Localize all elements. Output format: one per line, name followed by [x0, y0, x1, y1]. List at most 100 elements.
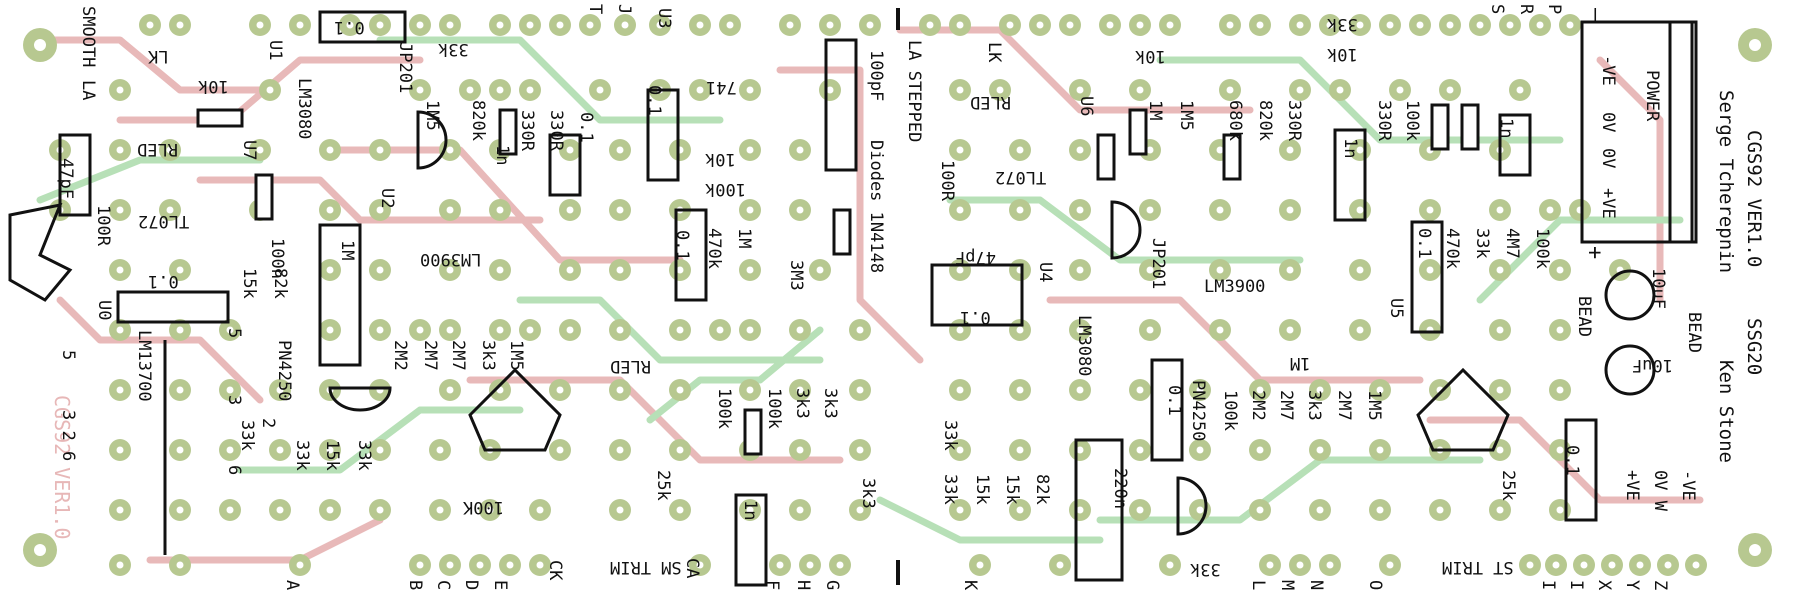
- pad-drill-157: [276, 386, 284, 394]
- pad-drill-225: [1376, 506, 1384, 514]
- pad-drill-37: [1536, 21, 1544, 29]
- pad-drill-177: [1496, 386, 1504, 394]
- trace-top-5: [896, 26, 1254, 114]
- pad-drill-235: [506, 561, 514, 569]
- pad-drill-187: [556, 446, 564, 454]
- pad-drill-72: [796, 146, 804, 154]
- pad-drill-220: [1076, 506, 1084, 514]
- label-c1n-left: 1n: [492, 145, 512, 166]
- pad-drill-39: [116, 86, 124, 94]
- pad-drill-212: [536, 506, 544, 514]
- logo-sketch: [8, 202, 73, 302]
- pad-drill-5: [376, 21, 384, 29]
- label-c47p-right: 47pF: [955, 247, 996, 267]
- transistor-outline-left: [416, 110, 448, 170]
- pin-label-T: T: [585, 4, 605, 15]
- pad-drill-18: [866, 21, 874, 29]
- pad-drill-238: [776, 561, 784, 569]
- pad-drill-214: [676, 506, 684, 514]
- pad-drill-164: [676, 386, 684, 394]
- pad-drill-230: [176, 561, 184, 569]
- cap-outline-01-u3: [646, 88, 680, 182]
- pad-drill-77: [1216, 146, 1224, 154]
- mount-hole-drill-3: [1749, 544, 1761, 556]
- pad-drill-221: [1136, 506, 1144, 514]
- pad-drill-1: [176, 21, 184, 29]
- pad-drill-199: [1316, 446, 1324, 454]
- pad-drill-102: [1426, 206, 1434, 214]
- pin-label-L: L: [1248, 580, 1268, 591]
- power-header-label: POWER: [1642, 70, 1662, 122]
- pad-drill-47: [696, 86, 704, 94]
- cap-outline-01-right-d: [1564, 418, 1598, 522]
- pin-label-I2: I: [1566, 580, 1586, 591]
- pad-drill-96: [1016, 206, 1024, 214]
- pad-drill-29: [1296, 21, 1304, 29]
- pad-drill-166: [796, 386, 804, 394]
- pad-drill-101: [1356, 206, 1364, 214]
- pad-drill-25: [1136, 21, 1144, 29]
- pad-drill-143: [856, 326, 864, 334]
- pad-drill-99: [1216, 206, 1224, 214]
- pad-drill-61: [116, 146, 124, 154]
- pad-drill-232: [416, 561, 424, 569]
- label-c10uf-a: 10uF: [1648, 268, 1668, 309]
- chip-outline-u2: [318, 223, 362, 367]
- pin-label-D: D: [461, 580, 481, 591]
- label-pn4250-right: PN4250: [1188, 380, 1208, 442]
- pin-label-Y: Y: [1622, 580, 1642, 591]
- pad-drill-19: [926, 21, 934, 29]
- label-c1n-center: 1n: [740, 500, 760, 521]
- pad-drill-163: [616, 386, 624, 394]
- pad-drill-7: [446, 21, 454, 29]
- pad-drill-205: [176, 506, 184, 514]
- pad-drill-0: [146, 21, 154, 29]
- pad-drill-183: [326, 446, 334, 454]
- pad-drill-129: [176, 326, 184, 334]
- pad-drill-174: [1316, 386, 1324, 394]
- pad-drill-210: [436, 506, 444, 514]
- pad-drill-62: [166, 146, 174, 154]
- pad-drill-245: [1296, 561, 1304, 569]
- pad-drill-200: [1376, 446, 1384, 454]
- pin-label-N: N: [1306, 580, 1326, 591]
- label-r33k-left-b: 33k: [292, 440, 312, 471]
- resistor-body-6: [1430, 103, 1450, 151]
- label-r2m2-right: 2M2: [1248, 390, 1268, 421]
- pad-drill-66: [446, 146, 454, 154]
- pad-drill-117: [956, 266, 964, 274]
- label-r330r-right-a: 330R: [1284, 100, 1304, 141]
- pad-drill-115: [746, 266, 754, 274]
- label-r10k-right: 10k: [1135, 46, 1166, 66]
- pad-drill-167: [856, 386, 864, 394]
- pad-drill-73: [956, 146, 964, 154]
- trace-top-9: [146, 516, 384, 564]
- trace-top-10: [1596, 56, 1664, 304]
- pad-drill-148: [1216, 326, 1224, 334]
- resistor-body-2: [498, 108, 518, 156]
- label-c01-mid: 0.1: [576, 112, 596, 143]
- pad-drill-208: [326, 506, 334, 514]
- pad-drill-204: [116, 506, 124, 514]
- pad-drill-154: [116, 386, 124, 394]
- pad-drill-120: [1146, 266, 1154, 274]
- pad-drill-135: [496, 326, 504, 334]
- pad-drill-59: [1516, 86, 1524, 94]
- label-u2: U2: [377, 188, 397, 209]
- power-dash-mark: –: [1583, 8, 1608, 22]
- pad-drill-219: [1016, 506, 1024, 514]
- label-r100k-c1: 100k: [714, 388, 734, 429]
- pad-drill-42: [466, 86, 474, 94]
- cap-outline-47pf-left: [58, 133, 92, 217]
- power-pin-0v-a: 0V: [1598, 112, 1618, 133]
- pad-drill-140: [716, 326, 724, 334]
- cap-outline-47pf-right: [930, 263, 1024, 327]
- pad-drill-153: [1556, 326, 1564, 334]
- pad-drill-242: [1056, 561, 1064, 569]
- pad-drill-131: [326, 326, 334, 334]
- power-header-tab: [1668, 20, 1698, 244]
- label-r33k-right-e: 33k: [1190, 559, 1221, 579]
- pad-drill-79: [1356, 146, 1364, 154]
- pad-drill-13: [656, 21, 664, 29]
- pad-drill-196: [1136, 446, 1144, 454]
